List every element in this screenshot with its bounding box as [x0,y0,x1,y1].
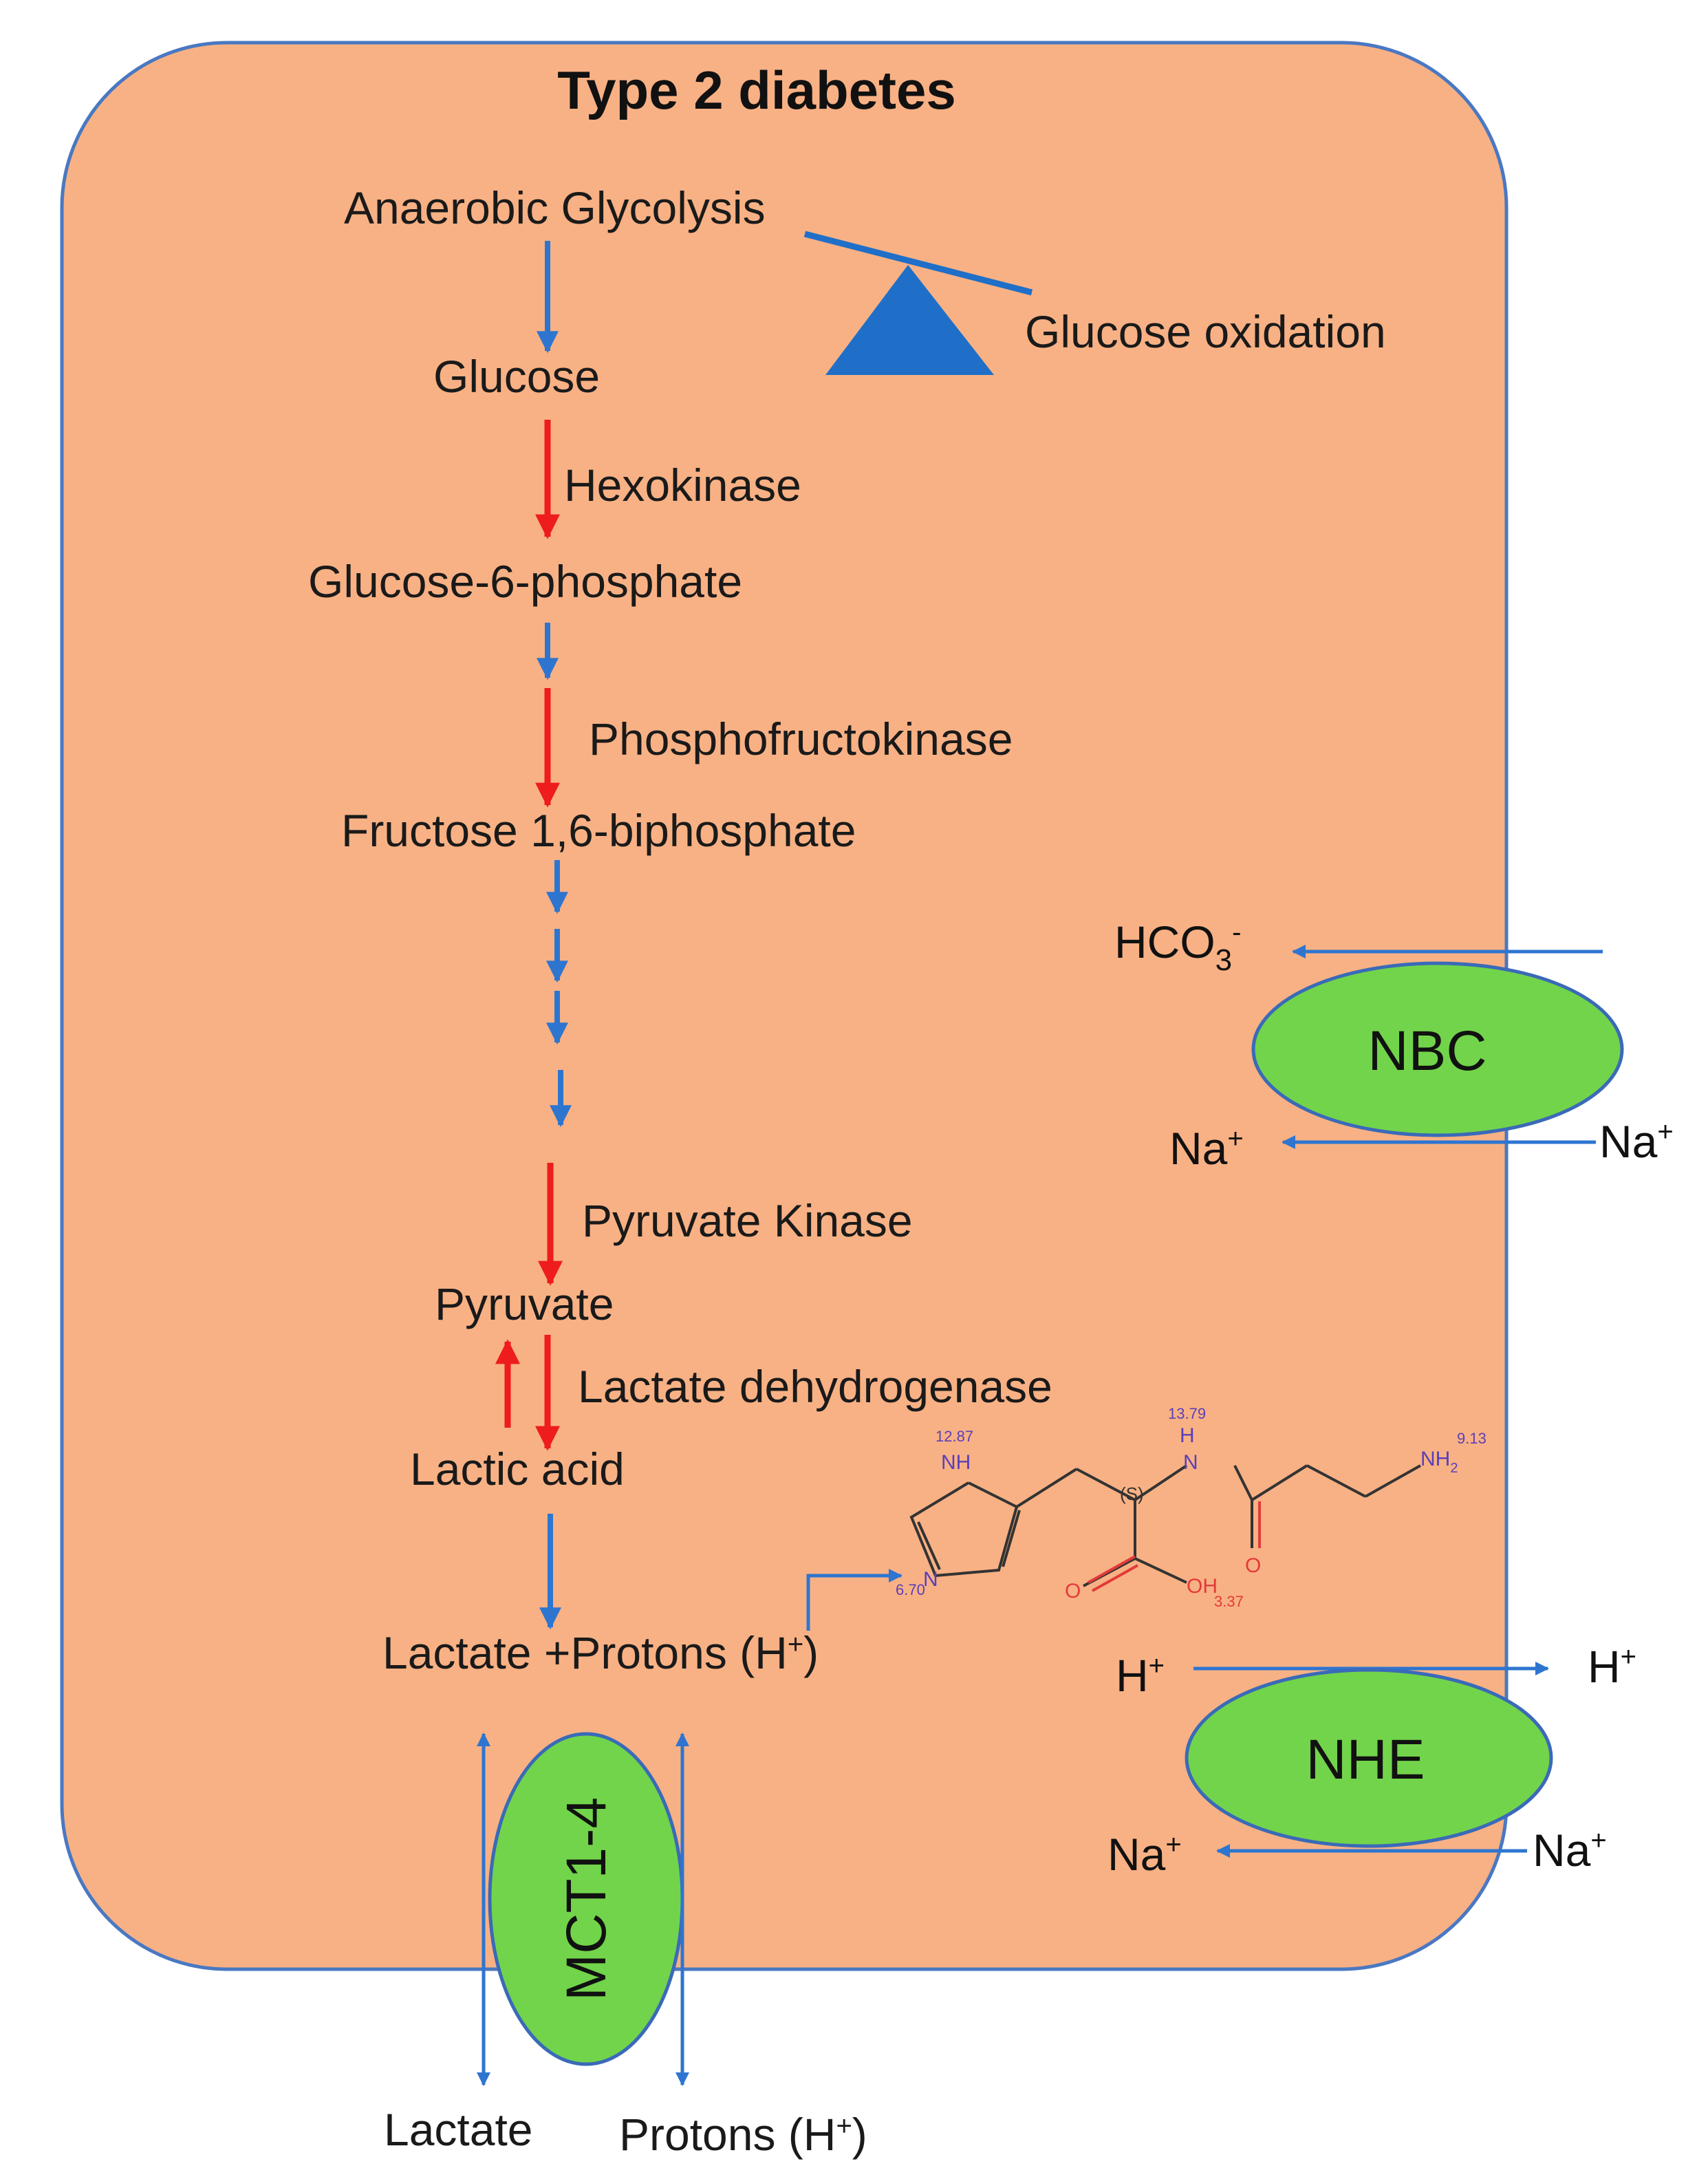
molecule-n-amide: N [1183,1451,1198,1474]
nhe-transporter [1185,1668,1553,1848]
h-inside-nhe-label: H+ [1116,1650,1165,1701]
hco3-inside-label: HCO3- [1114,916,1241,977]
na-outside-nbc-label: Na+ [1599,1116,1674,1167]
glucose-6-phosphate-label: Glucose-6-phosphate [308,556,742,607]
fructose-16-biphosphate-label: Fructose 1,6-biphosphate [341,805,856,856]
molecule-o-amide: O [1245,1554,1261,1577]
molecule-pka-amine: 9.13 [1457,1430,1487,1447]
hexokinase-label: Hexokinase [564,460,801,511]
na-outside-nhe-label: Na+ [1533,1825,1607,1876]
molecule-pka-amide: 13.79 [1168,1405,1206,1422]
nbc-transporter [1251,961,1624,1137]
molecule-nh-ring: NH [941,1451,971,1474]
anaerobic-glycolysis-label: Anaerobic Glycolysis [344,182,766,233]
lactic-acid-label: Lactic acid [410,1444,625,1494]
protons-outside-label: Protons (H+) [619,2109,867,2160]
h-outside-nhe-label: H+ [1588,1641,1636,1692]
molecule-o-acid: O [1065,1580,1081,1602]
molecule-pka-acid: 3.37 [1214,1593,1244,1610]
pyruvate-label: Pyruvate [435,1278,614,1329]
molecule-h-amide: H [1180,1424,1195,1447]
nhe-label: NHE [1306,1728,1425,1791]
mct-label: MCT1-4 [555,1797,618,2001]
molecule-stereo-center: (S) [1120,1483,1144,1504]
diagram-title: Type 2 diabetes [557,60,955,120]
balance-fulcrum-icon [825,265,994,375]
balance-beam [803,230,1033,296]
molecule-pka-nh-ring: 12.87 [936,1428,973,1445]
phosphofructokinase-label: Phosphofructokinase [589,714,1013,764]
arrow-protons-to-molecule [806,1569,902,1631]
molecule-pka-n-ring: 6.70 [896,1581,925,1598]
molecule-oh: OH [1187,1575,1218,1598]
glucose-oxidation-label: Glucose oxidation [1025,306,1386,357]
carnosine-molecule: NH 12.87 N 6.70 13.79 H N (S) NH2 9.13 O… [896,1405,1487,1610]
nbc-label: NBC [1368,1020,1487,1082]
lactate-dehydrogenase-label: Lactate dehydrogenase [578,1361,1052,1412]
lactate-protons-label: Lactate +Protons (H+) [382,1627,819,1678]
glucose-label: Glucose [433,351,600,402]
molecule-n-ring: N [923,1568,938,1591]
na-inside-nbc-label: Na+ [1169,1123,1244,1174]
molecule-nh2: NH2 [1420,1448,1458,1476]
lactate-outside-label: Lactate [384,2104,533,2155]
na-inside-nhe-label: Na+ [1107,1829,1182,1880]
pyruvate-kinase-label: Pyruvate Kinase [582,1195,913,1246]
